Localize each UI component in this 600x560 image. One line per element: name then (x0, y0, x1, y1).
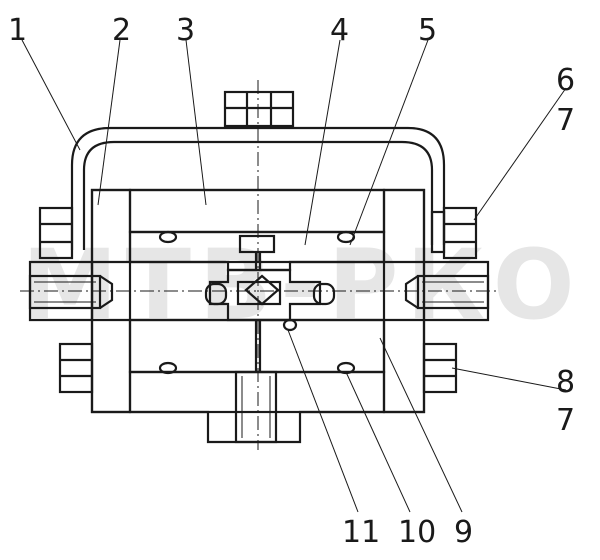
right-port-fitting (404, 260, 490, 322)
callout-2: 2 (112, 13, 131, 48)
callout-3: 3 (176, 13, 195, 48)
callout-7-top: 7 (556, 103, 575, 138)
right-upper-nut (430, 206, 478, 260)
left-upper-nut (38, 206, 74, 260)
callout-10: 10 (398, 515, 436, 550)
callout-11: 11 (342, 515, 380, 550)
callout-6: 6 (556, 63, 575, 98)
callout-5: 5 (418, 13, 437, 48)
leader-lines (21, 39, 567, 513)
callout-4: 4 (330, 13, 349, 48)
watermark: МТВ-РКО (22, 229, 582, 341)
upper-pin (238, 234, 276, 270)
callout-7-bottom: 7 (556, 403, 575, 438)
callout-1: 1 (8, 13, 27, 48)
left-lower-nut (58, 342, 94, 394)
bottom-plug (234, 320, 278, 444)
top-hex-nut (223, 90, 295, 128)
callout-8: 8 (556, 365, 575, 400)
right-lower-nut (422, 342, 458, 394)
callout-9: 9 (454, 515, 473, 550)
